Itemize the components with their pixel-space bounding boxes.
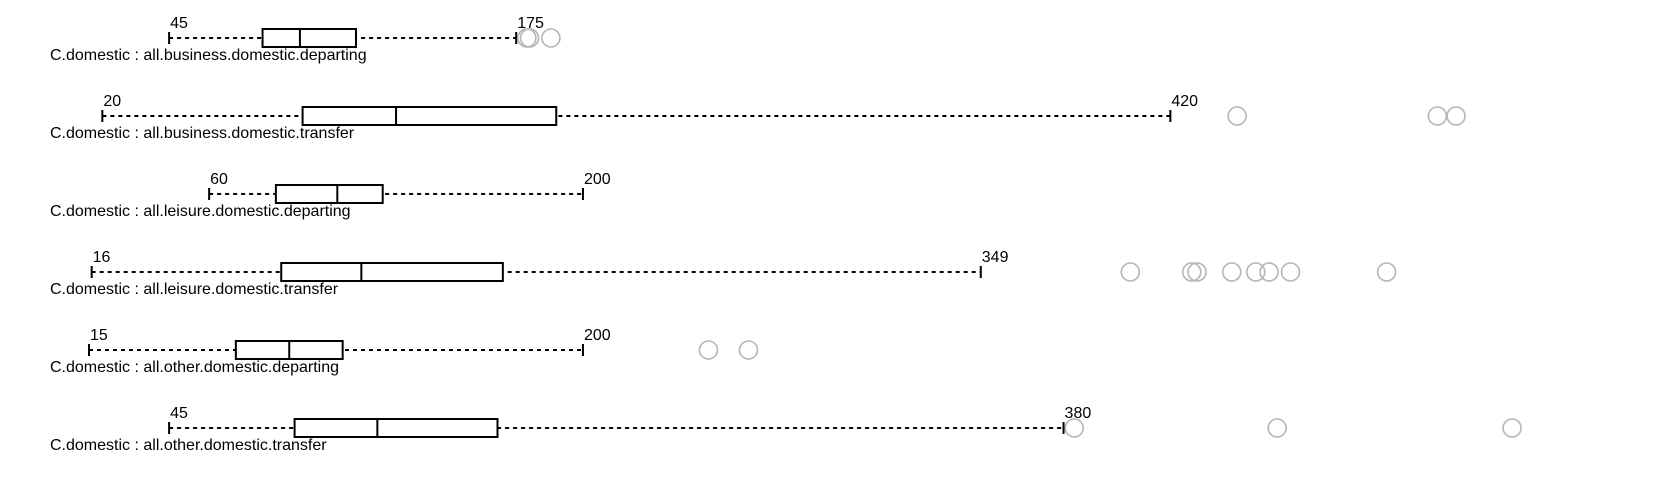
iqr-box	[293, 418, 499, 438]
whisker-label-max: 349	[982, 249, 1009, 266]
whisker-label-min: 45	[170, 15, 188, 32]
whisker-label-max: 200	[584, 327, 611, 344]
outlier-point	[1221, 262, 1242, 282]
whisker-label-max: 380	[1065, 405, 1092, 422]
outlier-point	[1227, 106, 1247, 126]
series-label: C.domestic : all.leisure.domestic.transf…	[50, 281, 339, 298]
whisker-label-min: 20	[103, 93, 121, 110]
outlier-point	[541, 28, 561, 48]
outlier-point	[1120, 262, 1141, 282]
series-label: C.domestic : all.other.domestic.departin…	[50, 359, 339, 376]
outlier-point	[1502, 418, 1522, 438]
outlier-point	[519, 28, 540, 48]
outlier-point	[1267, 418, 1287, 438]
outlier-point	[1064, 418, 1085, 438]
outlier-point	[1280, 262, 1301, 282]
outlier-point	[1376, 262, 1397, 282]
iqr-box	[280, 262, 504, 282]
iqr-box	[301, 106, 558, 126]
outlier-point	[1245, 262, 1266, 282]
outlier-point	[738, 340, 759, 360]
whisker-label-min: 60	[210, 171, 228, 188]
whisker-label-min: 45	[170, 405, 188, 422]
outlier-point	[698, 340, 719, 360]
whisker-label-max: 175	[517, 15, 544, 32]
series-label: C.domestic : all.business.domestic.depar…	[50, 47, 367, 64]
iqr-box	[274, 184, 384, 204]
series-label: C.domestic : all.other.domestic.transfer	[50, 437, 327, 454]
series-label: C.domestic : all.business.domestic.trans…	[50, 125, 355, 142]
outlier-point	[1259, 262, 1279, 282]
whisker-label-max: 200	[584, 171, 611, 188]
outlier-point	[1427, 106, 1448, 126]
series-label: C.domestic : all.leisure.domestic.depart…	[50, 203, 351, 220]
outlier-point	[1446, 106, 1466, 126]
whisker-label-max: 420	[1171, 93, 1198, 110]
outlier-point	[1181, 262, 1202, 282]
whisker-label-min: 16	[93, 249, 111, 266]
iqr-box	[261, 28, 357, 48]
outlier-point	[1187, 262, 1207, 282]
whisker-label-min: 15	[90, 327, 108, 344]
